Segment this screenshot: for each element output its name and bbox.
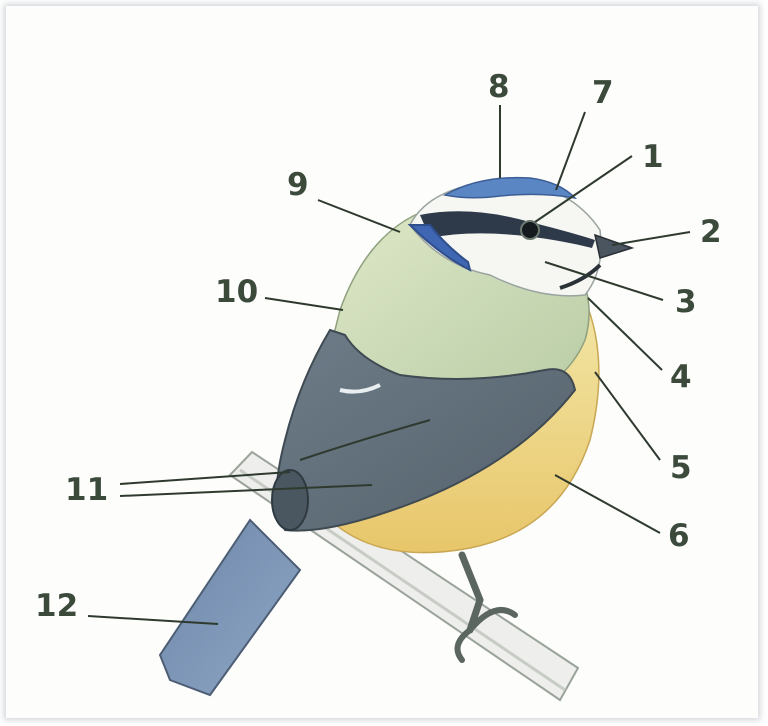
label-4: 4 xyxy=(670,359,692,395)
label-2: 2 xyxy=(700,214,722,250)
label-1: 1 xyxy=(642,139,664,175)
bird-beak xyxy=(595,235,632,258)
label-3: 3 xyxy=(675,284,697,320)
bird-tail xyxy=(160,520,300,695)
bird-crown xyxy=(445,178,575,198)
leader-line-2 xyxy=(612,232,690,245)
label-6: 6 xyxy=(668,518,690,554)
leader-line-6 xyxy=(555,475,660,533)
label-12: 12 xyxy=(35,588,78,624)
label-9: 9 xyxy=(287,167,309,203)
leader-line-7 xyxy=(556,112,585,190)
leader-line-5 xyxy=(595,372,660,460)
label-11: 11 xyxy=(65,472,108,508)
label-7: 7 xyxy=(592,75,614,111)
label-10: 10 xyxy=(215,274,258,310)
bird-eye xyxy=(521,221,539,239)
leader-line-10 xyxy=(265,298,343,310)
label-5: 5 xyxy=(670,450,692,486)
leader-line-9 xyxy=(318,200,400,232)
label-8: 8 xyxy=(488,69,510,105)
